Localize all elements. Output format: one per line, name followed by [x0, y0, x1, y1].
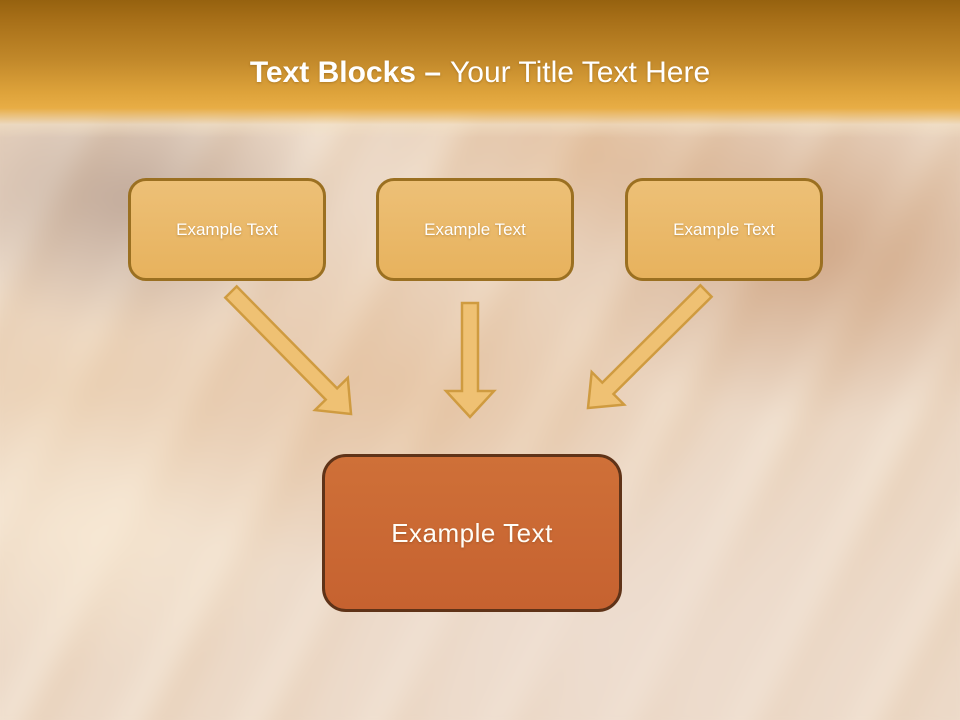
arrow-down-right-icon: [223, 284, 353, 416]
text-block-1: Example Text: [128, 178, 326, 281]
title-banner: [0, 0, 960, 108]
slide-title-regular: Your Title Text Here: [450, 56, 711, 89]
arrow-down-icon: [443, 301, 497, 419]
text-block-2-label: Example Text: [424, 219, 526, 239]
text-block-1-label: Example Text: [176, 219, 278, 239]
result-block-label: Example Text: [391, 517, 553, 548]
slide-title: Text Blocks –Your Title Text Here: [0, 56, 960, 90]
arrow-down-left-icon: [586, 283, 714, 410]
text-block-3-label: Example Text: [673, 219, 775, 239]
text-block-2: Example Text: [376, 178, 574, 281]
text-block-3: Example Text: [625, 178, 823, 281]
title-banner-fade: [0, 108, 960, 138]
slide-title-bold: Text Blocks –: [249, 56, 442, 89]
result-block: Example Text: [322, 454, 622, 612]
